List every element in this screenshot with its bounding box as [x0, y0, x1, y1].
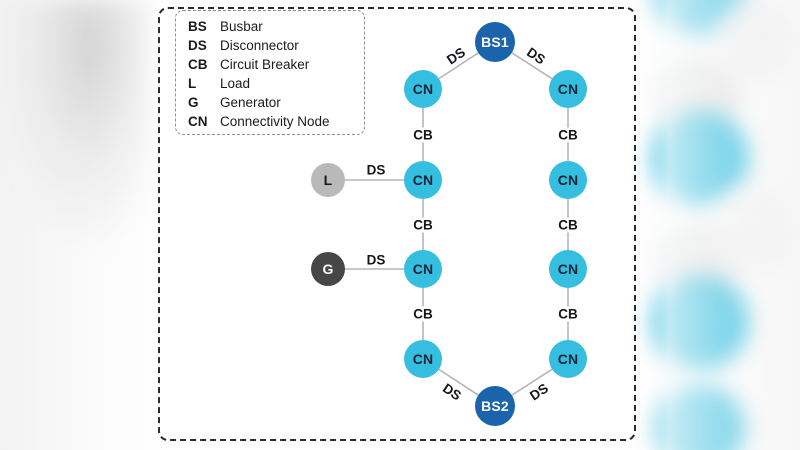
legend-row: BS Busbar — [176, 17, 364, 36]
edge-label-ds[interactable]: DS — [364, 162, 388, 178]
node-g[interactable]: G — [311, 252, 345, 286]
legend-abbreviation: G — [188, 95, 199, 110]
node-cnl3[interactable]: CN — [404, 250, 442, 288]
legend-row: CB Circuit Breaker — [176, 55, 364, 74]
legend-abbreviation: CB — [188, 57, 208, 72]
legend-description: Busbar — [220, 19, 263, 34]
legend-description: Disconnector — [220, 38, 299, 53]
legend-description: Circuit Breaker — [220, 57, 310, 72]
legend-description: Generator — [220, 95, 281, 110]
node-cnr1[interactable]: CN — [549, 70, 587, 108]
node-bs2[interactable]: BS2 — [475, 386, 515, 426]
edge-label-cb[interactable]: CB — [411, 217, 435, 233]
legend-description: Connectivity Node — [220, 114, 330, 129]
legend-abbreviation: DS — [188, 38, 207, 53]
edge-label-cb[interactable]: CB — [556, 127, 580, 143]
node-bs1[interactable]: BS1 — [475, 22, 515, 62]
edge-label-cb[interactable]: CB — [411, 127, 435, 143]
node-cnl2[interactable]: CN — [404, 161, 442, 199]
legend-abbreviation: BS — [188, 19, 207, 34]
edge-label-ds[interactable]: DS — [364, 252, 388, 268]
node-cnr3[interactable]: CN — [549, 250, 587, 288]
edge-label-cb[interactable]: CB — [411, 306, 435, 322]
node-cnr4[interactable]: CN — [549, 340, 587, 378]
node-cnl1[interactable]: CN — [404, 70, 442, 108]
node-cnr2[interactable]: CN — [549, 161, 587, 199]
edge-label-cb[interactable]: CB — [556, 306, 580, 322]
legend-row: CN Connectivity Node — [176, 112, 364, 131]
edge-label-cb[interactable]: CB — [556, 217, 580, 233]
legend-description: Load — [220, 76, 251, 91]
legend-row: L Load — [176, 74, 364, 93]
background-sheen-right — [648, 0, 768, 450]
node-l[interactable]: L — [311, 163, 345, 197]
legend-abbreviation: L — [188, 76, 197, 91]
legend-row: DS Disconnector — [176, 36, 364, 55]
node-cnl4[interactable]: CN — [404, 340, 442, 378]
legend-row: G Generator — [176, 93, 364, 112]
legend-abbreviation: CN — [188, 114, 208, 129]
background-blur-left — [0, 0, 150, 260]
